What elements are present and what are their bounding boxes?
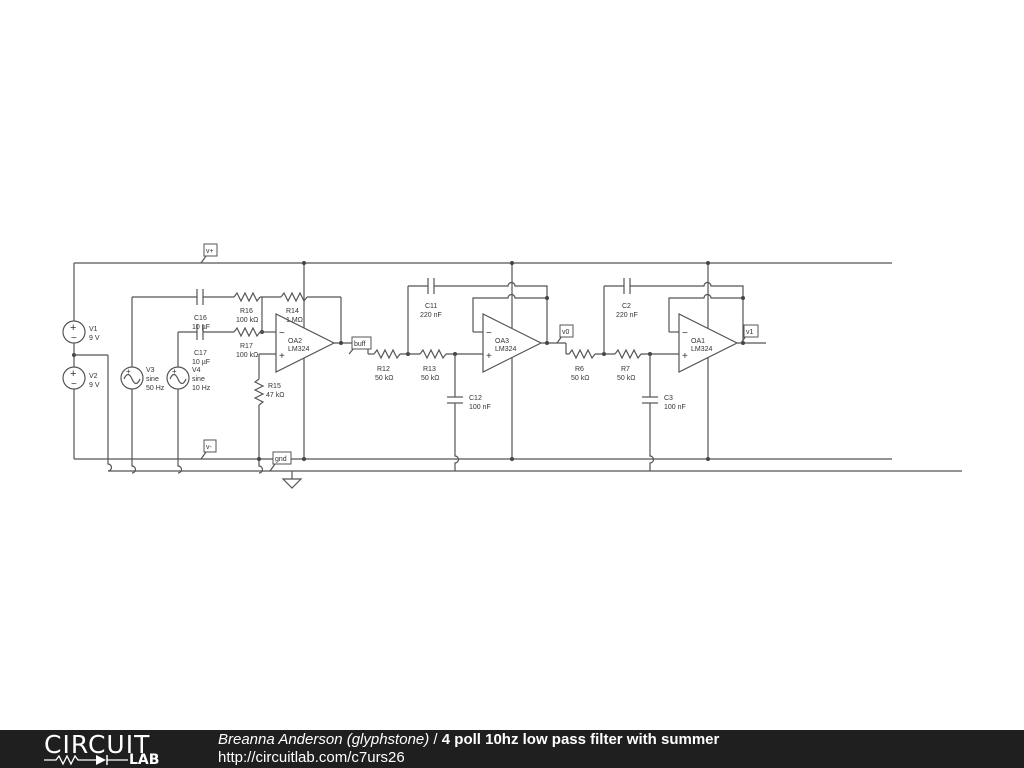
- r13-value: 50 kΩ: [421, 375, 439, 382]
- battery-v2: + − V2 9 V: [62, 353, 108, 459]
- svg-text:gnd: gnd: [275, 456, 287, 463]
- oa1-name: OA1: [691, 338, 705, 345]
- r17-value: 100 kΩ: [236, 352, 258, 359]
- r16-name: R16: [240, 308, 253, 315]
- v4-type: sine: [192, 376, 205, 383]
- circuit-title[interactable]: 4 poll 10hz low pass filter with summer: [441, 731, 720, 748]
- v1-name: V1: [89, 326, 98, 333]
- ground-icon: [281, 471, 303, 489]
- circuit-schematic: + − V1 9 V + − V2 9 V + V3 sine 50 Hz + …: [62, 243, 962, 489]
- net-label-buff: buff: [348, 336, 372, 355]
- svg-text:+: +: [682, 351, 688, 362]
- svg-text:v-: v-: [206, 444, 213, 451]
- circuitlab-logo[interactable]: CIRCUIT LAB: [44, 730, 184, 768]
- svg-text:+: +: [70, 368, 76, 380]
- v2-name: V2: [89, 373, 98, 380]
- svg-text:v1: v1: [746, 329, 754, 336]
- r12-name: R12: [377, 366, 390, 373]
- power-rails: [74, 262, 962, 472]
- c11-value: 220 nF: [420, 312, 442, 319]
- svg-text:v+: v+: [206, 248, 214, 255]
- svg-text:−: −: [71, 379, 77, 390]
- circuit-byline: Breanna Anderson (glyphstone) / 4 poll 1…: [218, 731, 719, 749]
- svg-text:−: −: [71, 333, 77, 344]
- c12-value: 100 nF: [469, 404, 491, 411]
- svg-text:+: +: [486, 351, 492, 362]
- svg-text:+: +: [172, 367, 177, 376]
- v3-name: V3: [146, 367, 155, 374]
- r7-name: R7: [621, 366, 630, 373]
- summer-inputs: C16 10 µF C17 10 µF R16 100 kΩ R17 100 k…: [132, 289, 342, 474]
- net-label-v1: v1: [740, 324, 759, 344]
- footer-bar: CIRCUIT LAB Breanna Anderson (glyphstone…: [0, 730, 1024, 768]
- svg-text:+: +: [70, 322, 76, 334]
- v2-value: 9 V: [89, 382, 100, 389]
- r6-value: 50 kΩ: [571, 375, 589, 382]
- r15-name: R15: [268, 383, 281, 390]
- svg-text:−: −: [279, 328, 285, 339]
- circuit-url-link[interactable]: http://circuitlab.com/c7urs26: [218, 749, 405, 766]
- opamp-oa2: − + OA2 LM324: [275, 261, 368, 461]
- oa3-name: OA3: [495, 338, 509, 345]
- net-label-gnd: gnd: [269, 451, 292, 472]
- byline-separator: /: [429, 731, 442, 748]
- filter-stage-1: − + R12 50 kΩ R13 50 kΩ C11 220 nF C12 1…: [367, 261, 566, 471]
- c17-value: 10 µF: [192, 359, 210, 366]
- v4-value: 10 Hz: [192, 385, 211, 392]
- c2-value: 220 nF: [616, 312, 638, 319]
- r14-name: R14: [286, 308, 299, 315]
- svg-text:−: −: [486, 328, 492, 339]
- svg-text:+: +: [279, 351, 285, 362]
- c2-name: C2: [622, 303, 631, 310]
- c16-name: C16: [194, 315, 207, 322]
- c3-value: 100 nF: [664, 404, 686, 411]
- r16-value: 100 kΩ: [236, 317, 258, 324]
- r12-value: 50 kΩ: [375, 375, 393, 382]
- oa3-model: LM324: [495, 346, 517, 353]
- r13-name: R13: [423, 366, 436, 373]
- logo-lab-text: LAB: [129, 752, 160, 768]
- oa2-name: OA2: [288, 338, 302, 345]
- net-label-vplus: v+: [200, 243, 218, 264]
- v3-value: 50 Hz: [146, 385, 165, 392]
- r7-value: 50 kΩ: [617, 375, 635, 382]
- v4-name: V4: [192, 367, 201, 374]
- svg-text:buff: buff: [354, 341, 366, 348]
- svg-text:v0: v0: [562, 329, 570, 336]
- v1-value: 9 V: [89, 335, 100, 342]
- svg-text:+: +: [126, 367, 131, 376]
- r6-name: R6: [575, 366, 584, 373]
- oa1-model: LM324: [691, 346, 713, 353]
- filter-stage-2: − + R6 50 kΩ R7 50 kΩ C2 220 nF C3 100 n…: [565, 261, 766, 471]
- battery-v1: + − V1 9 V: [62, 263, 100, 367]
- svg-text:−: −: [682, 328, 688, 339]
- c16-value: 10 µF: [192, 324, 210, 331]
- v3-type: sine: [146, 376, 159, 383]
- oa2-model: LM324: [288, 346, 310, 353]
- r17-name: R17: [240, 343, 253, 350]
- sine-source-v3: + V3 sine 50 Hz: [120, 297, 165, 474]
- r14-value: 1 MΩ: [286, 317, 303, 324]
- net-label-v0: v0: [556, 324, 574, 344]
- r15-value: 47 kΩ: [266, 392, 284, 399]
- sine-source-v4: + V4 sine 10 Hz: [166, 332, 211, 474]
- c11-name: C11: [425, 303, 437, 310]
- author-link[interactable]: Breanna Anderson (glyphstone): [218, 731, 430, 748]
- c3-name: C3: [664, 395, 673, 402]
- logo-circuit-text: CIRCUIT: [44, 730, 151, 759]
- net-label-vminus: v-: [200, 439, 217, 460]
- resistor-diode-icon: [44, 754, 128, 766]
- c17-name: C17: [194, 350, 207, 357]
- c12-name: C12: [469, 395, 482, 402]
